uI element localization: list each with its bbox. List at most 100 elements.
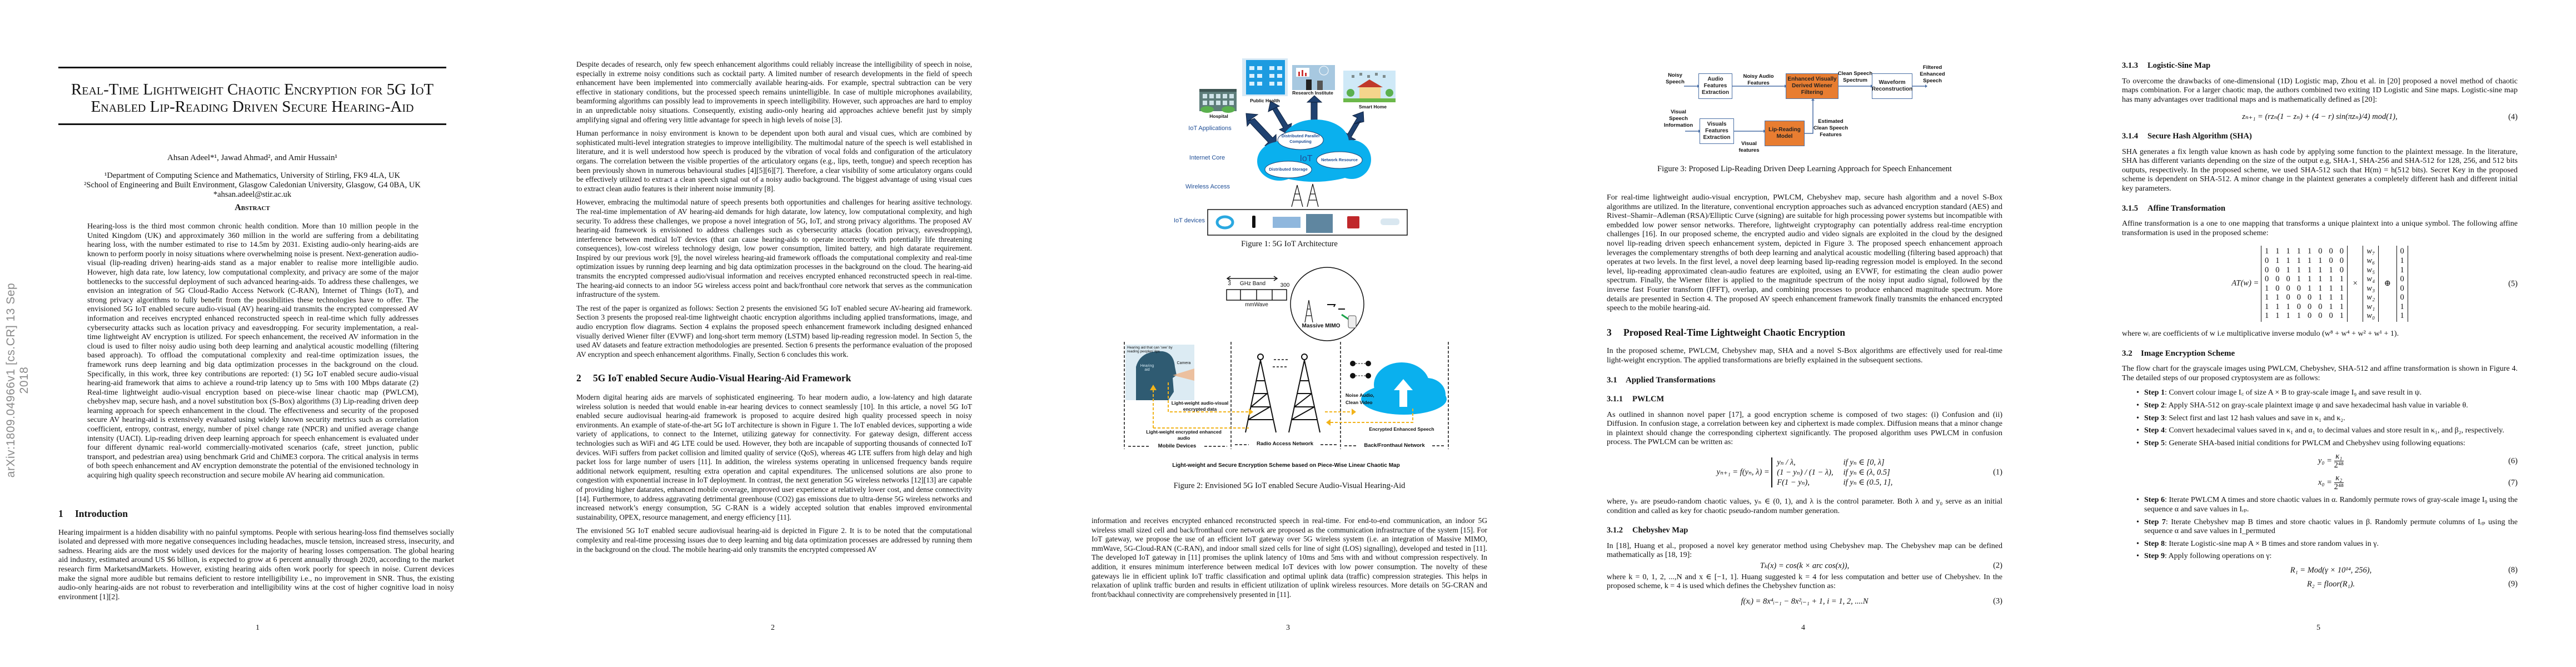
equation-8: R₁ = Mod(γ × 10¹⁴, 256),(8): [2144, 566, 2518, 575]
matrix-entry: 0: [2264, 256, 2269, 265]
paragraph: In the proposed scheme, PWLCM, Chebyshev…: [1607, 347, 2002, 365]
fraction-numerator: κ₂: [2334, 474, 2344, 484]
matrix-entry: 1: [2329, 293, 2333, 302]
matrix-entry: 1: [2307, 247, 2312, 256]
arrowheads: [1150, 385, 1356, 426]
audio-features-extraction-block: Audio Features Extraction: [1698, 73, 1732, 99]
app-label-smart-home: Smart Home: [1358, 104, 1387, 109]
matrix-entry: 0: [2275, 283, 2280, 293]
matrix-entry: 0: [2339, 247, 2344, 256]
matrix-entry: 1: [2275, 302, 2280, 311]
step-item: Step 8: Iterate Logistic-sine map A × B …: [2136, 539, 2518, 549]
subsubsection-number: 3.1.4: [2122, 131, 2138, 141]
constant-entry: 1: [2400, 302, 2404, 311]
paragraph: Affine transformation is a one to one ma…: [2122, 220, 2518, 237]
step-item: Step 2: Apply SHA-512 on gray-scale plai…: [2136, 401, 2518, 411]
fraction-denominator: 2⁴⁸: [2334, 461, 2344, 470]
matrix-entry: 1: [2296, 265, 2301, 275]
equation-number: (1): [1993, 467, 2002, 477]
subsubsection-number: 3.1.5: [2122, 203, 2138, 213]
visual-features-extraction-block: Visuals Features Extraction: [1700, 118, 1734, 144]
matrix-entry: 0: [2329, 247, 2333, 256]
zone-span-arrows: [1128, 444, 1445, 447]
visual-speech-information-label: Visual Speech Information: [1663, 109, 1693, 128]
page-1: arXiv:1809.04966v1 [cs.CR] 13 Sep 2018 R…: [0, 0, 515, 667]
cloud-output-label: Encrypted Enhanced Speech: [1369, 426, 1434, 432]
matrix-entry: 1: [2275, 311, 2280, 321]
page-2: Despite decades of research, only few sp…: [515, 0, 1030, 667]
matrix-entry: 0: [2286, 275, 2290, 284]
paragraph: However, embracing the multimodal nature…: [576, 198, 972, 299]
equation-4: zₙ₊₁ = (rzₙ(1 − zₙ) + (4 − r) sin(πzₙ)/4…: [2122, 112, 2518, 122]
subsection-number: 3.1: [1607, 375, 1617, 385]
head-with-hearing-aid-image: [1125, 345, 1194, 400]
layer-label: IoT devices: [1173, 217, 1205, 224]
layer-label: Internet Core: [1189, 155, 1225, 161]
cloud-node: Network Resource: [1321, 157, 1358, 162]
cloud-input-label: Noise Audio, Clean Video: [1346, 392, 1374, 405]
constant-entry: 0: [2400, 283, 2404, 293]
matrix-entry: 1: [2264, 311, 2269, 321]
matrix-entry: 1: [2286, 302, 2290, 311]
vector-entry: w₅: [2366, 265, 2375, 275]
downlink-label: Light-weight encrypted enhanced audio: [1146, 429, 1222, 441]
steps-list: Step 1: Convert colour image I꜀ of size …: [2136, 389, 2518, 589]
page-number: 2: [771, 624, 775, 632]
equation-expression: Tₖ(x) = cos(k × arc cos(x)),: [1760, 561, 1850, 571]
step-label: Step 1: [2144, 389, 2165, 397]
equation-number: (9): [2508, 579, 2518, 589]
equation-number: (2): [1993, 561, 2002, 571]
section-title: Introduction: [75, 508, 128, 519]
step-text: : Iterate Logistic-sine map A × B times …: [2164, 539, 2379, 548]
matrix-entry: 0: [2286, 293, 2290, 302]
step-label: Step 8: [2144, 539, 2165, 548]
paragraph: In [18], Huang et al., proposed a novel …: [1607, 541, 2002, 560]
research-institute-icon: [1292, 65, 1335, 90]
step-item: Step 6: Iterate PWLCM A times and store …: [2136, 496, 2518, 514]
hospital-icon: [1199, 89, 1237, 113]
step-text: : Convert hexadecimal values saved in κ₁…: [2164, 426, 2504, 435]
paragraph: Modern digital hearing aids are marvels …: [576, 393, 972, 521]
arxiv-stamp: arXiv:1809.04966v1 [cs.CR] 13 Sep 2018: [4, 282, 31, 478]
section-number: 1: [58, 508, 63, 519]
matrix-entry: 1: [2307, 265, 2312, 275]
cloud-node: Distributed Parallel Computing: [1281, 133, 1320, 144]
case-value: yₙ / λ,: [1777, 458, 1796, 467]
matrix-entry: 0: [2296, 302, 2301, 311]
constant-entry: 0: [2400, 293, 2404, 302]
author-email[interactable]: *ahsan.adeel@stir.ac.uk: [213, 190, 292, 199]
equation-number: (7): [2508, 478, 2518, 487]
green-link-icon: [1341, 313, 1349, 320]
link-indicator-icons: [1350, 361, 1371, 379]
matrix-entry: 1: [2264, 302, 2269, 311]
matrix-entry: 1: [2275, 256, 2280, 265]
abstract-text: Hearing-loss is the third most common ch…: [87, 222, 418, 480]
matrix-entry: 0: [2264, 275, 2269, 284]
step-label: Step 7: [2144, 517, 2166, 526]
constant-entry: 1: [2400, 265, 2404, 275]
page-number: 3: [1286, 624, 1290, 632]
subsection-title: Applied Transformations: [1626, 375, 1716, 385]
matrix-entry: 1: [2296, 256, 2301, 265]
equation-9: R₂ = floor(R₁).(9): [2144, 580, 2518, 589]
matrix-entry: 0: [2275, 265, 2280, 275]
title-rule-bottom: [58, 123, 446, 125]
paper-title: Real-Time Lightweight Chaotic Encryption…: [58, 81, 446, 116]
matrix-entry: 1: [2286, 311, 2290, 321]
subsubsection-number: 3.1.3: [2122, 61, 2138, 70]
step-text: : Convert colour image I꜀ of size A × B …: [2164, 389, 2422, 397]
step-item: Step 1: Convert colour image I꜀ of size …: [2136, 389, 2518, 398]
matrix-entry: 1: [2339, 293, 2344, 302]
figure-2-inner-caption: Light-weight and Secure Encryption Schem…: [1172, 462, 1400, 469]
matrix-entry: 1: [2264, 247, 2269, 256]
double-arrow-icon: [1226, 276, 1278, 281]
matrix-entry: 0: [2307, 302, 2312, 311]
figure-3-caption: Figure 3: Proposed Lip-Reading Driven De…: [1657, 165, 1952, 173]
matrix-entry: 1: [2307, 256, 2312, 265]
paragraph: The envisioned 5G IoT enabled secure aud…: [576, 526, 972, 554]
